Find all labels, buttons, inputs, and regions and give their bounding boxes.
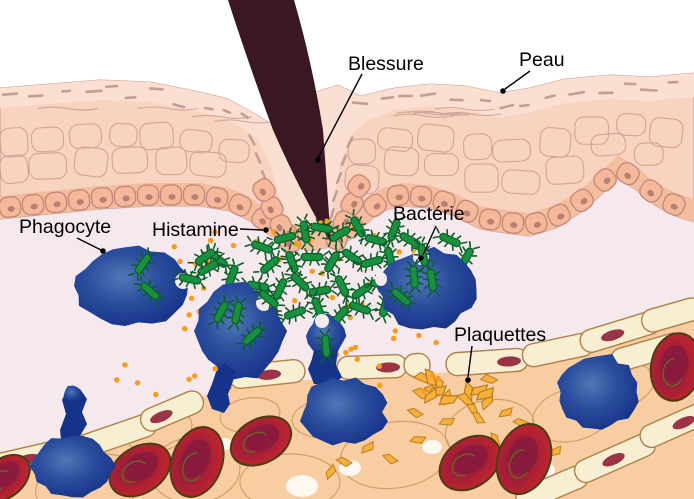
sky-background	[0, 0, 694, 123]
histamine-pointer-dot	[263, 227, 269, 233]
skin-outer-layer	[0, 73, 694, 230]
histamine-dot	[192, 373, 198, 379]
label-phagocyte: Phagocyte	[19, 216, 111, 238]
vessel-wall-cell	[336, 353, 408, 381]
blessure-pointer-dot	[315, 157, 321, 163]
epidermis-cells	[0, 106, 684, 195]
label-bacterie: Bactérie	[393, 203, 465, 225]
red-blood-cell	[0, 453, 31, 499]
histamine-dot	[416, 332, 422, 339]
histamine-dot	[292, 297, 298, 304]
plaquettes-pointer-dot	[465, 377, 471, 383]
peau-pointer-line	[504, 70, 531, 90]
bacterie-pointer-dot	[418, 255, 424, 261]
bacterie-pointer-line	[422, 225, 437, 256]
splinter-shape	[228, 0, 331, 243]
label-plaquettes: Plaquettes	[454, 324, 546, 346]
red-blood-cell	[649, 332, 694, 402]
red-blood-cell	[108, 442, 172, 498]
histamine-dot	[348, 346, 354, 352]
phagocyte-pseudopod	[207, 363, 236, 413]
vessel-wall-cell	[579, 311, 661, 353]
histamine-dot	[134, 380, 141, 386]
histamine-dot	[271, 229, 277, 235]
phagocyte	[557, 353, 639, 430]
histamine-dot	[435, 375, 441, 381]
phagocyte	[74, 245, 191, 326]
histamine-dot	[396, 249, 402, 255]
histamine-dot	[182, 326, 188, 332]
histamine-dot	[212, 366, 218, 372]
red-blood-cells	[0, 332, 694, 499]
histamine-dot	[329, 294, 336, 301]
vessel-wall-cell	[445, 347, 529, 377]
phagocyte	[377, 246, 477, 330]
label-blessure: Blessure	[348, 53, 424, 75]
callouts: Blessure Peau Phagocyte Histamine Bactér…	[19, 49, 565, 383]
red-blood-cell	[438, 434, 502, 492]
histamine-dot	[391, 335, 397, 342]
label-histamine: Histamine	[152, 219, 239, 241]
histamine-dot	[177, 258, 183, 265]
histamine-dot	[377, 382, 383, 389]
histamine-dot	[354, 356, 360, 362]
histamine-dot	[392, 328, 398, 334]
histamine-dot	[208, 237, 214, 244]
phagocyte	[29, 435, 116, 498]
histamine-dot	[212, 229, 218, 235]
red-blood-cell	[169, 426, 225, 498]
histamine-dot	[343, 349, 349, 356]
histamine-dot	[186, 376, 192, 383]
histamine-dot	[153, 391, 159, 398]
phagocyte-pseudopod	[308, 350, 342, 386]
splinter	[228, 0, 331, 243]
label-peau: Peau	[519, 49, 565, 71]
red-blood-cell	[495, 423, 553, 495]
histamine-dot	[433, 339, 439, 346]
histamine-dot	[376, 363, 382, 369]
vessel-wall-cell	[640, 297, 694, 333]
histamine-dot	[429, 372, 436, 378]
histamine-dot	[122, 362, 128, 368]
phagocyte-mouth	[375, 272, 387, 286]
histamine-dot	[323, 218, 330, 224]
skin-layers	[0, 72, 694, 254]
peau-pointer-dot	[500, 88, 506, 94]
red-blood-cell	[229, 415, 293, 467]
phagocyte-pointer-line	[76, 237, 102, 251]
phagocyte	[299, 377, 388, 446]
histamine-dot	[421, 389, 427, 395]
histamine-dot	[230, 242, 237, 249]
phagocyte-pseudopod	[60, 389, 87, 448]
plaquettes-pointer-line	[467, 345, 473, 378]
histamine-dot	[114, 377, 120, 383]
phagocytes	[29, 235, 639, 498]
vessel-wall-cell	[139, 390, 205, 432]
histamine-dot	[171, 244, 177, 250]
histamine-dot	[186, 312, 192, 318]
histamine-dot	[309, 268, 315, 274]
skin-surface-dashes	[1, 80, 679, 221]
phagocyte	[63, 385, 82, 402]
blessure-pointer-line	[317, 73, 363, 159]
histamine-pointer-line	[239, 228, 264, 231]
phagocyte-mouth	[315, 314, 329, 328]
histamine-dot	[188, 295, 195, 301]
phagocyte-pointer-dot	[100, 248, 106, 254]
histamine-dot	[296, 242, 302, 248]
histamine-dot	[352, 344, 359, 351]
